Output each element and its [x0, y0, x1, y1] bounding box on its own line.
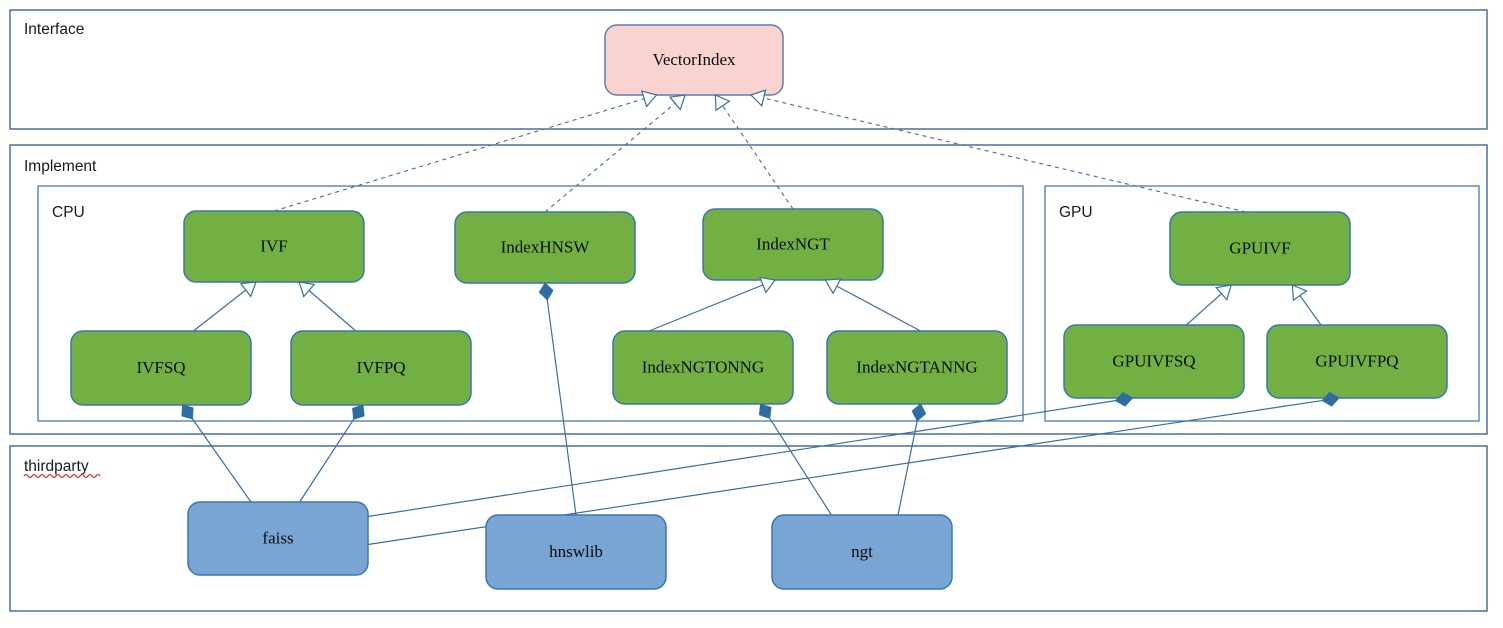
node-gpuivf[interactable]: GPUIVF: [1169, 211, 1351, 286]
arrowheads-layer: [181, 89, 1340, 422]
hollow-triangle-arrowhead-icon: [239, 281, 257, 298]
node-faiss-box[interactable]: [187, 501, 369, 576]
edge-ivfsq-to-ivf: [193, 289, 247, 332]
spellcheck-squiggle-icon: [23, 473, 101, 479]
diamond-arrowhead-icon: [181, 404, 194, 420]
node-vectorindex[interactable]: VectorIndex: [604, 24, 784, 96]
edge-gpuivf-to-vectorindex: [763, 97, 1246, 213]
node-indexhnsw[interactable]: IndexHNSW: [454, 211, 636, 284]
edges-layer: [191, 97, 1323, 546]
node-gpuivf-box[interactable]: [1169, 211, 1351, 286]
node-indexngtanng-label: IndexNGTANNG: [856, 357, 977, 376]
subgroup-gpu: GPU: [1044, 185, 1480, 422]
node-ngt[interactable]: ngt: [771, 514, 953, 590]
hollow-triangle-arrowhead-icon: [758, 276, 777, 294]
node-gpuivfsq[interactable]: GPUIVFSQ: [1063, 324, 1245, 399]
edge-ivfpq-to-ivf: [308, 290, 357, 332]
node-gpuivfpq-box[interactable]: [1266, 324, 1448, 399]
node-ivfsq-box[interactable]: [70, 330, 252, 406]
node-ngt-box[interactable]: [771, 514, 953, 590]
node-hnswlib-label: hnswlib: [549, 542, 603, 561]
hollow-triangle-arrowhead-icon: [1214, 284, 1233, 301]
group-thirdparty-label: thirdparty: [24, 458, 89, 475]
node-ivfpq[interactable]: IVFPQ: [290, 330, 472, 406]
hollow-triangle-arrowhead-icon: [1291, 284, 1308, 302]
node-gpuivfpq-label: GPUIVFPQ: [1315, 351, 1398, 370]
edge-faiss-to-ivfpq: [299, 418, 355, 503]
edge-indexngtanng-to-indexngt: [836, 285, 921, 332]
diamond-arrowhead-icon: [538, 282, 554, 301]
group-implement-label: Implement: [24, 158, 97, 175]
node-ivf[interactable]: IVF: [183, 210, 365, 283]
hollow-triangle-arrowhead-icon: [668, 94, 686, 111]
edge-hnswlib-to-indexhnsw: [546, 299, 577, 516]
node-faiss[interactable]: faiss: [187, 501, 369, 576]
node-vectorindex-label: VectorIndex: [652, 50, 736, 69]
subgroup-cpu-label: CPU: [52, 204, 85, 221]
group-interface-label: Interface: [24, 21, 84, 38]
node-indexngt[interactable]: IndexNGT: [702, 208, 884, 281]
diamond-arrowhead-icon: [1321, 391, 1340, 407]
node-ivfpq-label: IVFPQ: [356, 358, 405, 377]
hollow-triangle-arrowhead-icon: [749, 89, 767, 108]
hollow-triangle-arrowhead-icon: [824, 278, 842, 295]
edge-ngt-to-indexngtanng: [897, 420, 918, 516]
edge-gpuivfpq-to-gpuivf: [1299, 295, 1322, 326]
subgroup-gpu-rect: [1044, 185, 1480, 422]
node-ivfsq-label: IVFSQ: [136, 358, 185, 377]
edge-faiss-to-ivfsq: [191, 418, 252, 503]
node-ivf-box[interactable]: [183, 210, 365, 283]
subgroup-cpu-rect: [37, 185, 1024, 422]
diamond-arrowhead-icon: [352, 404, 365, 420]
node-indexngtanng-box[interactable]: [826, 330, 1008, 405]
node-indexngtonng[interactable]: IndexNGTONNG: [612, 330, 794, 405]
diamond-arrowhead-icon: [1114, 391, 1134, 407]
node-indexngtonng-box[interactable]: [612, 330, 794, 405]
node-gpuivf-label: GPUIVF: [1229, 238, 1290, 257]
edge-indexngtonng-to-indexngt: [648, 284, 764, 332]
node-hnswlib[interactable]: hnswlib: [485, 514, 667, 590]
node-faiss-label: faiss: [262, 528, 293, 547]
node-vectorindex-box[interactable]: [604, 24, 784, 96]
hollow-triangle-arrowhead-icon: [298, 281, 316, 298]
hollow-triangle-arrowhead-icon: [640, 90, 658, 108]
edge-indexngt-to-vectorindex: [722, 105, 794, 210]
node-hnswlib-box[interactable]: [485, 514, 667, 590]
node-indexngtonng-label: IndexNGTONNG: [642, 357, 764, 376]
edge-ngt-to-indexngtonng: [769, 418, 832, 516]
node-gpuivfpq[interactable]: GPUIVFPQ: [1266, 324, 1448, 399]
node-ngt-label: ngt: [851, 542, 873, 561]
node-gpuivfsq-label: GPUIVFSQ: [1112, 351, 1195, 370]
node-ivf-label: IVF: [260, 236, 287, 255]
hollow-triangle-arrowhead-icon: [714, 94, 731, 112]
node-ivfpq-box[interactable]: [290, 330, 472, 406]
node-indexngtanng[interactable]: IndexNGTANNG: [826, 330, 1008, 405]
node-indexngt-label: IndexNGT: [756, 234, 830, 253]
node-gpuivfsq-box[interactable]: [1063, 324, 1245, 399]
subgroup-cpu: CPU: [37, 185, 1024, 422]
subgroup-gpu-label: GPU: [1059, 204, 1093, 221]
edge-ivf-to-vectorindex: [273, 98, 645, 212]
edge-faiss-to-gpuivfsq: [367, 400, 1116, 518]
node-ivfsq[interactable]: IVFSQ: [70, 330, 252, 406]
diamond-arrowhead-icon: [911, 403, 927, 422]
diamond-arrowhead-icon: [758, 403, 772, 420]
edge-gpuivfsq-to-gpuivf: [1186, 293, 1222, 326]
node-indexhnsw-label: IndexHNSW: [501, 237, 591, 256]
node-indexngt-box[interactable]: [702, 208, 884, 281]
